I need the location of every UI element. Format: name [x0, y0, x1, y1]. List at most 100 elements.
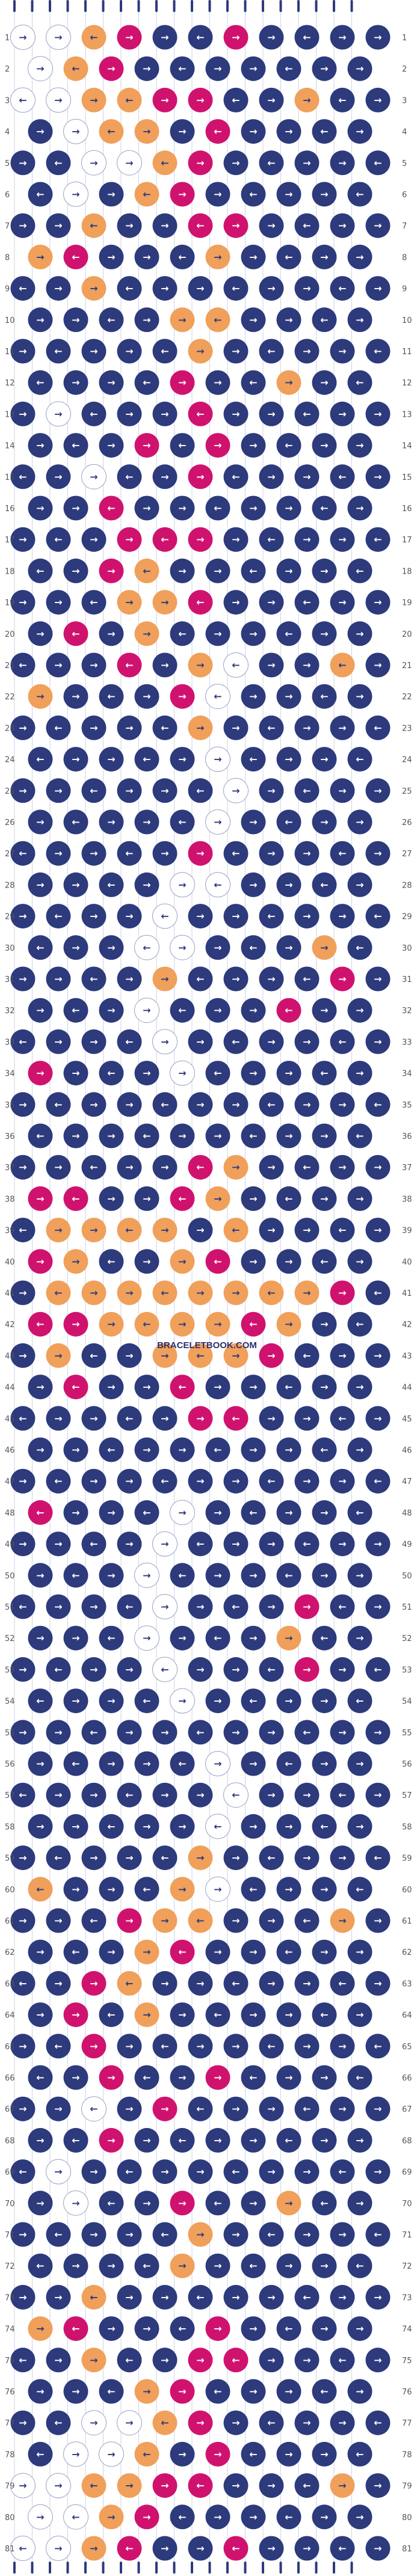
knot-arrow-icon: ← — [285, 440, 292, 451]
knot-circle — [312, 433, 337, 458]
knot-circle — [223, 2159, 249, 2185]
knot-arrow-icon: → — [356, 440, 363, 451]
knot-circle — [134, 495, 159, 521]
knot-arrow-icon: → — [196, 1412, 204, 1424]
knot: ← — [99, 1814, 124, 1839]
knot-circle — [276, 2065, 301, 2090]
knot: → — [347, 2316, 372, 2341]
knot-circle — [99, 1061, 124, 1086]
knot: → — [170, 2191, 195, 2216]
row-number-left: 57 — [5, 1791, 15, 1800]
row-number-right: 5 — [402, 159, 407, 168]
knot-circle — [223, 1218, 249, 1243]
knot: → — [259, 2536, 284, 2561]
knot-circle — [134, 1249, 159, 1274]
knot-circle — [46, 1155, 71, 1180]
knot-arrow-icon: ← — [285, 1946, 292, 1958]
knot-arrow-icon: → — [107, 1695, 115, 1707]
knot-circle — [223, 1343, 249, 1368]
row-number-right: 41 — [402, 1289, 412, 1298]
knot-arrow-icon: ← — [143, 2072, 150, 2084]
knot-circle — [170, 1060, 195, 1086]
knot-arrow-icon: → — [178, 2260, 186, 2272]
knot-arrow-icon: → — [72, 1067, 79, 1079]
knot-arrow-icon: → — [249, 1569, 257, 1581]
knot: ← — [170, 809, 195, 835]
knot-circle — [276, 558, 301, 583]
knot: → — [294, 1657, 320, 1682]
knot: → — [117, 1657, 142, 1682]
knot-circle — [312, 809, 337, 835]
knot: → — [81, 1406, 107, 1431]
knot-arrow-icon: ← — [285, 817, 292, 828]
knot: ← — [117, 276, 142, 301]
knot-circle — [134, 2379, 159, 2404]
knot-arrow-icon: ← — [320, 1633, 328, 1644]
knot-arrow-icon: → — [285, 2009, 292, 2020]
knot-circle — [81, 527, 107, 552]
knot: ← — [134, 2065, 159, 2090]
knot-circle — [117, 1029, 142, 1054]
knot-arrow-icon: ← — [214, 1444, 221, 1456]
row-number-right: 74 — [402, 2325, 412, 2334]
knot-circle — [347, 558, 372, 583]
knot-circle — [99, 244, 124, 269]
knot-circle — [259, 2348, 284, 2373]
knot-circle — [312, 2441, 337, 2467]
knot-circle — [312, 998, 337, 1023]
knot-arrow-icon: → — [196, 910, 204, 922]
knot-arrow-icon: ← — [72, 63, 79, 75]
knot-circle — [170, 2002, 195, 2028]
knot-arrow-icon: → — [320, 565, 328, 577]
knot-circle — [46, 778, 71, 803]
knot: → — [170, 934, 195, 960]
knot: → — [134, 495, 159, 521]
knot: → — [152, 1218, 178, 1243]
knot-arrow-icon: → — [19, 596, 26, 608]
knot-arrow-icon: → — [107, 2511, 115, 2522]
knot-circle — [28, 1939, 53, 1964]
knot-arrow-icon: → — [161, 1350, 168, 1361]
knot-arrow-icon: ← — [338, 1789, 346, 1801]
knot-arrow-icon: → — [285, 1444, 292, 1456]
knot: → — [81, 1970, 107, 1996]
knot-circle — [134, 370, 159, 395]
knot-circle — [223, 150, 249, 176]
knot: ← — [188, 25, 213, 50]
knot-arrow-icon: ← — [143, 1883, 150, 1895]
knot-arrow-icon: → — [338, 2417, 346, 2429]
knot-circle — [223, 527, 249, 552]
knot-circle — [223, 1908, 249, 1933]
row-number-right: 9 — [402, 285, 407, 294]
knot: ← — [99, 495, 124, 521]
knot-arrow-icon: → — [72, 1695, 79, 1707]
knot-circle — [294, 25, 320, 50]
knot-arrow-icon: → — [125, 1350, 133, 1361]
knot-arrow-icon: ← — [267, 534, 275, 545]
knot-circle — [330, 1092, 355, 1117]
knot: → — [205, 182, 230, 207]
knot: ← — [117, 87, 142, 112]
knot-circle — [81, 2410, 107, 2436]
knot-arrow-icon: ← — [338, 1036, 346, 1047]
knot-arrow-icon: → — [178, 1883, 186, 1895]
knot: → — [99, 998, 124, 1023]
knot-circle — [347, 2065, 372, 2090]
knot-circle — [365, 1532, 391, 1557]
knot-circle — [365, 1280, 391, 1305]
knot-arrow-icon: → — [320, 2323, 328, 2334]
knot-arrow-icon: → — [161, 1224, 168, 1236]
knot-arrow-icon: ← — [196, 1915, 204, 1927]
knot-arrow-icon: ← — [125, 1036, 133, 1047]
row-number-left: 55 — [5, 1729, 15, 1738]
knot-circle — [276, 1437, 301, 1462]
knot: ← — [330, 2536, 355, 2561]
knot-arrow-icon: ← — [36, 1507, 44, 1518]
knot-arrow-icon: → — [320, 251, 328, 263]
knot: ← — [188, 2473, 213, 2498]
knot-arrow-icon: → — [36, 63, 44, 75]
knot: ← — [241, 1311, 266, 1337]
knot-circle — [170, 433, 195, 458]
knot: → — [170, 370, 195, 395]
knot: → — [241, 2127, 266, 2153]
